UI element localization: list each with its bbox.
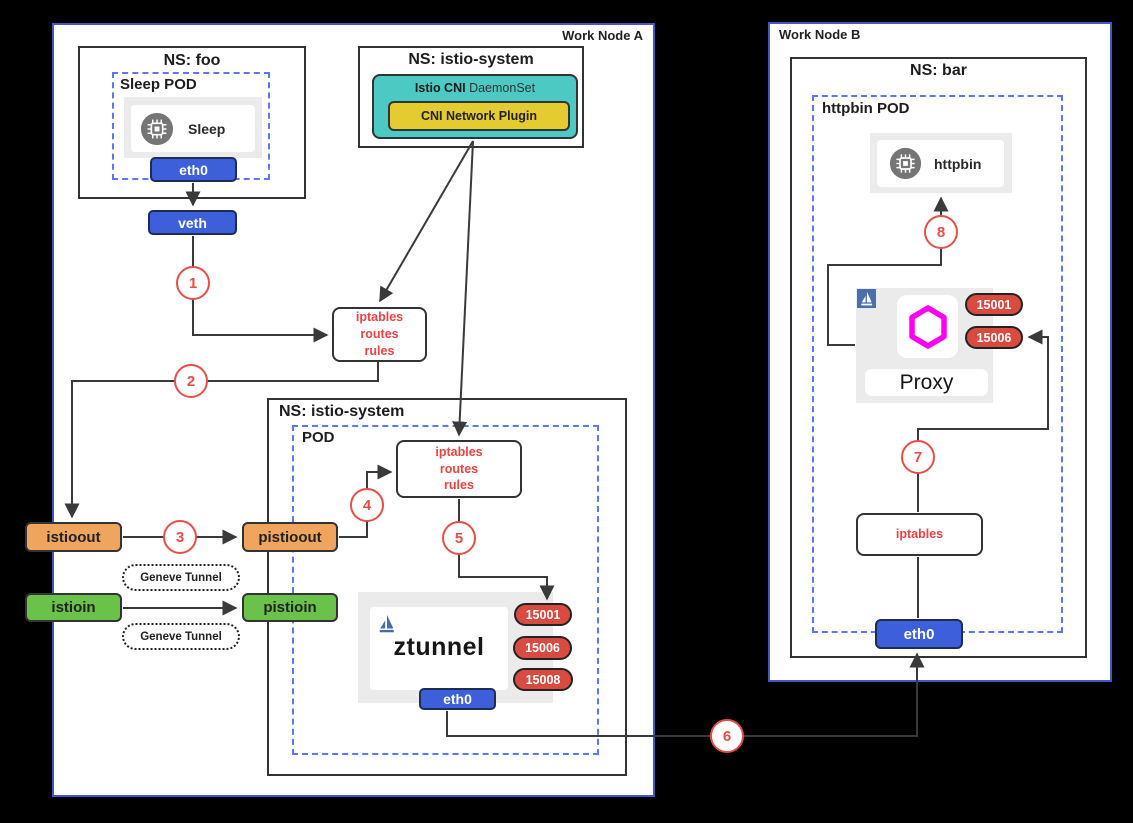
istio-cni-daemonset-label: Istio CNI DaemonSet [374,81,576,95]
envoy-container [897,295,958,358]
work-node-a-label: Work Node A [562,28,643,43]
httpbin-pod-title: httpbin POD [822,100,910,117]
ns-bar-title: NS: bar [910,62,967,79]
geneve-tunnel-out-label: Geneve Tunnel [122,564,240,591]
ns-ztunnel-title: NS: istio-system [279,403,405,420]
work-node-b-label: Work Node B [779,27,861,42]
ztunnel-port-15006: 15006 [513,636,572,660]
cpu-icon [140,112,174,145]
proxy-label-box: Proxy [865,369,988,396]
httpbin-iptables-box: iptables [856,513,983,556]
host-iptables-rules-box: iptables routes rules [332,307,427,362]
step-6-badge: 6 [710,719,744,753]
ztunnel-label: ztunnel [393,633,485,661]
step-8-badge: 8 [924,215,958,249]
sleep-eth0-interface: eth0 [150,157,237,182]
step-5-badge: 5 [442,521,476,555]
sleep-pod-title: Sleep POD [120,76,197,93]
sleep-container: Sleep [131,105,255,152]
step-4-badge: 4 [350,488,384,522]
istio-cni-type: DaemonSet [469,81,536,95]
istio-badge-icon [857,289,876,308]
step-1-badge: 1 [176,266,210,300]
sleep-container-label: Sleep [188,120,226,137]
ns-istio-cni-title: NS: istio-system [408,51,534,68]
step-3-badge: 3 [163,520,197,554]
istio-icon [379,614,394,633]
httpbin-container: httpbin [877,140,1004,187]
ns-foo-title: NS: foo [163,52,221,69]
pod-iptables-rules-box: iptables routes rules [396,440,522,498]
ztunnel-eth0-interface: eth0 [419,688,496,710]
step-7-badge: 7 [901,440,935,474]
proxy-port-15006: 15006 [965,326,1023,349]
istio-cni-name: Istio CNI [414,81,466,95]
ztunnel-port-15001: 15001 [514,603,572,626]
veth-interface: veth [148,210,237,235]
istioin-interface: istioin [25,593,122,622]
ztunnel-container: ztunnel [370,607,508,690]
pistioin-interface: pistioin [242,593,338,622]
httpbin-container-label: httpbin [934,155,982,172]
envoy-hexagon-icon [908,304,947,349]
proxy-port-15001: 15001 [965,293,1023,316]
pistioout-interface: pistioout [242,522,338,552]
proxy-label: Proxy [899,370,954,394]
step-2-badge: 2 [174,364,208,398]
cpu-icon [889,147,922,180]
istioout-interface: istioout [25,522,122,552]
ztunnel-port-15008: 15008 [513,668,573,691]
geneve-tunnel-in-label: Geneve Tunnel [122,623,240,650]
cni-network-plugin: CNI Network Plugin [388,101,570,131]
httpbin-eth0-interface: eth0 [875,619,963,649]
